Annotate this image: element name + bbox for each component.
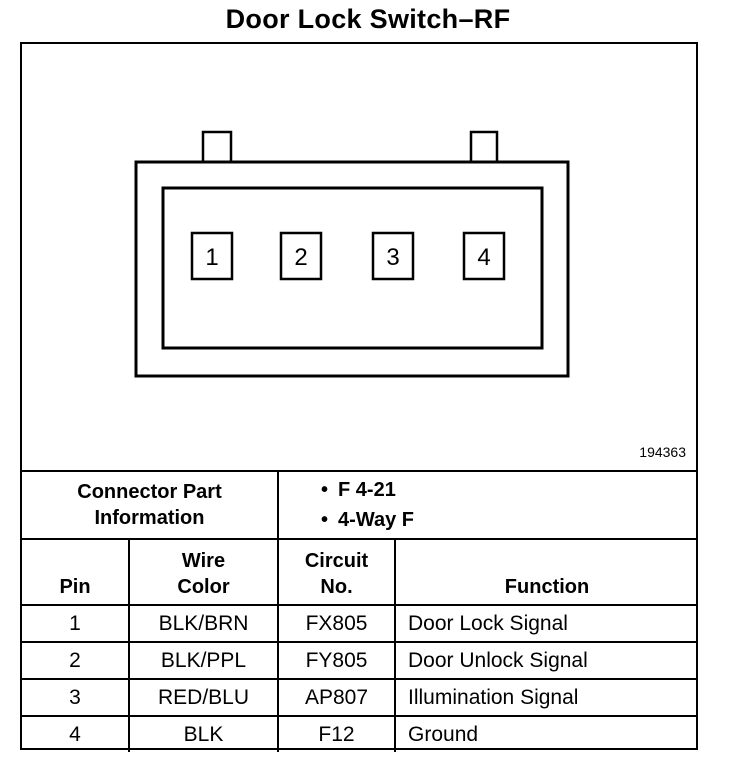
pin-cavity-2: 2 <box>279 231 323 281</box>
cell-circuit: FY805 <box>277 641 397 680</box>
cell-pin: 2 <box>22 641 130 680</box>
diagram-title: Door Lock Switch–RF <box>225 4 511 34</box>
connector-part-item: F 4-21 <box>321 475 698 505</box>
connector-part-row: Connector Part Information F 4-21 4-Way … <box>22 470 699 540</box>
pin-label: 2 <box>294 244 307 271</box>
connector-part-items: F 4-21 4-Way F <box>277 470 699 540</box>
pin-cavity-1: 1 <box>190 231 234 281</box>
cell-wire-color: BLK/PPL <box>127 641 280 680</box>
cell-circuit: F12 <box>277 715 397 752</box>
cell-function: Door Lock Signal <box>394 604 699 643</box>
right-latch <box>469 130 499 166</box>
table-header-row: Pin Wire Color Circuit No. Function <box>22 538 699 606</box>
connector-info-table: Connector Part Information F 4-21 4-Way … <box>22 470 699 752</box>
connector-drawing: 1 2 3 4 <box>134 130 570 378</box>
cell-circuit: AP807 <box>277 678 397 717</box>
cell-function: Door Unlock Signal <box>394 641 699 680</box>
cell-pin: 1 <box>22 604 130 643</box>
pin-label: 3 <box>386 244 399 271</box>
connector-part-item: 4-Way F <box>321 505 698 535</box>
header-wire-color-text: Wire Color <box>177 550 230 598</box>
diagram-frame: 1 2 3 4 194363 Connector Part Informatio… <box>20 42 699 752</box>
pin-label: 1 <box>205 244 218 271</box>
pin-cavity-3: 3 <box>371 231 415 281</box>
figure-id: 194363 <box>639 444 686 460</box>
header-circuit-text: Circuit No. <box>304 550 369 598</box>
pin-label: 4 <box>477 244 490 271</box>
table-row: 1 BLK/BRN FX805 Door Lock Signal <box>22 604 699 643</box>
cell-wire-color: BLK/BRN <box>127 604 280 643</box>
header-circuit: Circuit No. <box>277 538 397 606</box>
cell-function: Ground <box>394 715 699 752</box>
cell-function: Illumination Signal <box>394 678 699 717</box>
cell-wire-color: RED/BLU <box>127 678 280 717</box>
cell-circuit: FX805 <box>277 604 397 643</box>
table-row: 3 RED/BLU AP807 Illumination Signal <box>22 678 699 717</box>
cell-pin: 4 <box>22 715 130 752</box>
header-function: Function <box>394 538 699 606</box>
left-latch <box>201 130 233 166</box>
header-pin: Pin <box>22 538 130 606</box>
cell-pin: 3 <box>22 678 130 717</box>
connector-part-label: Connector Part Information <box>22 470 280 540</box>
header-wire-color: Wire Color <box>127 538 280 606</box>
cell-wire-color: BLK <box>127 715 280 752</box>
pin-cavity-4: 4 <box>462 231 506 281</box>
table-row: 2 BLK/PPL FY805 Door Unlock Signal <box>22 641 699 680</box>
table-row: 4 BLK F12 Ground <box>22 715 699 752</box>
